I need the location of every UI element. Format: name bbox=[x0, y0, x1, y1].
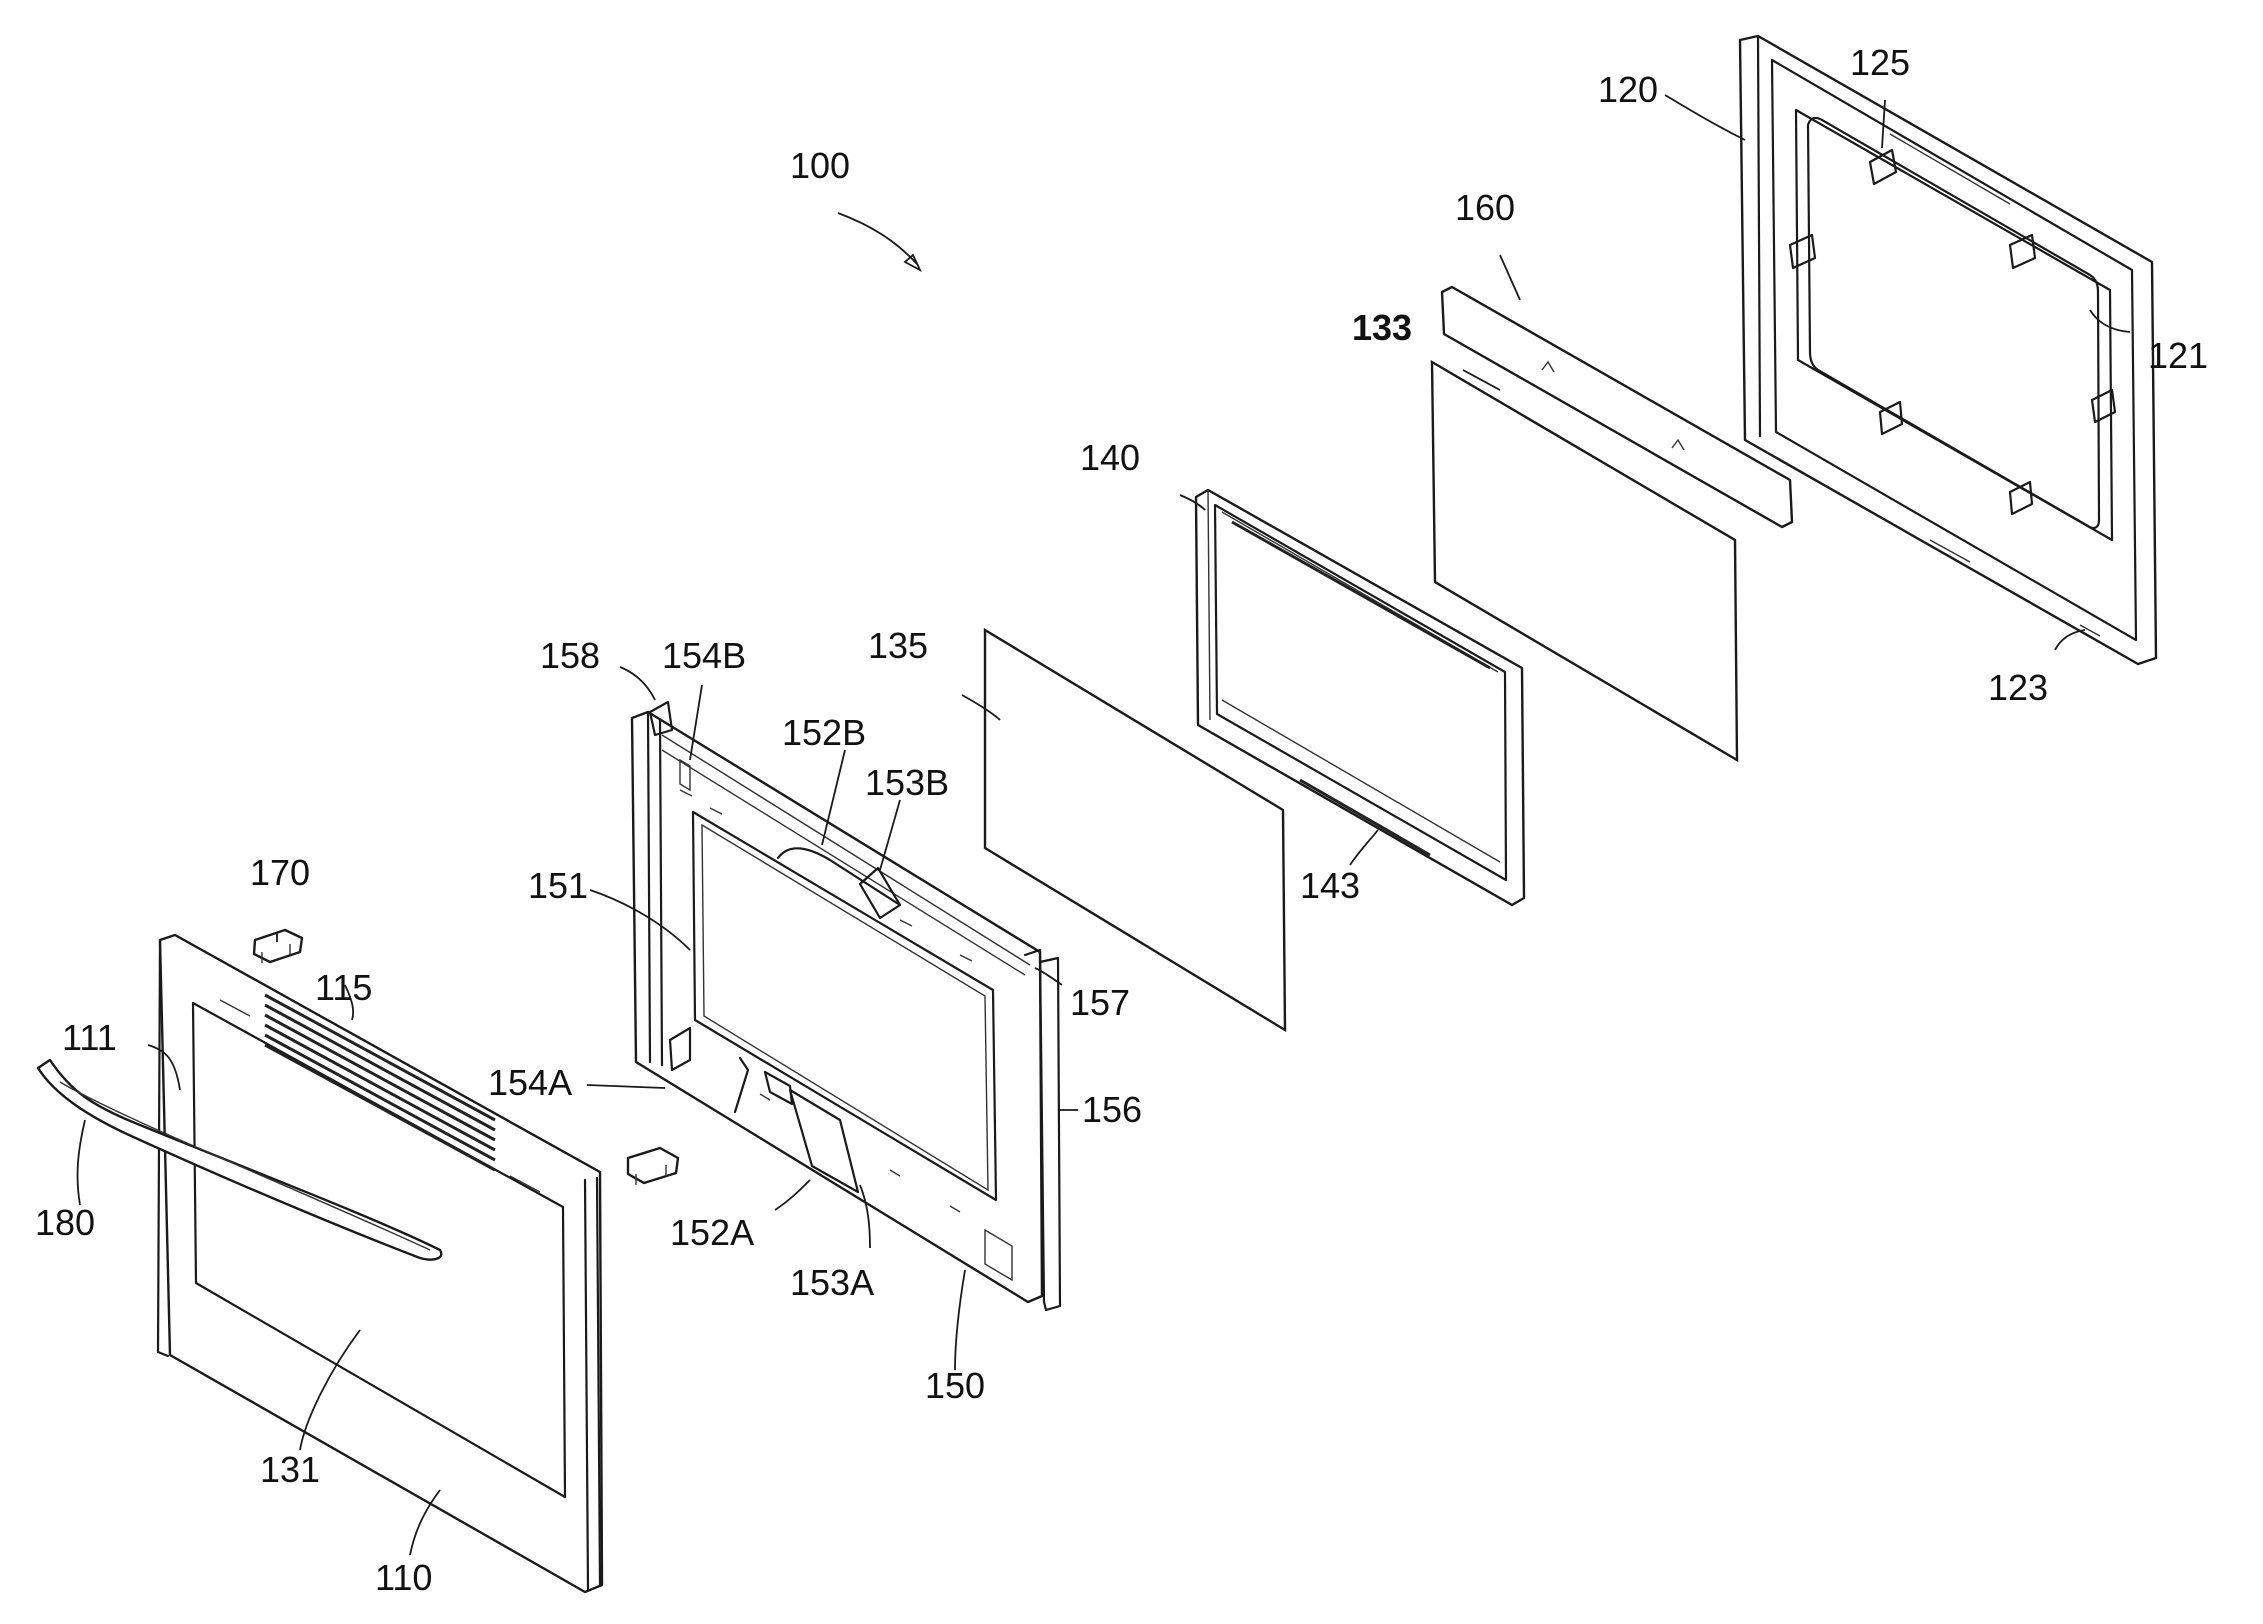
label-151: 151 bbox=[528, 865, 588, 906]
label-180: 180 bbox=[35, 1202, 95, 1243]
label-153B: 153B bbox=[865, 762, 949, 803]
front-panel-110 bbox=[158, 935, 602, 1592]
label-154A: 154A bbox=[488, 1062, 572, 1103]
label-150: 150 bbox=[925, 1365, 985, 1406]
label-133: 133 bbox=[1352, 307, 1412, 348]
clip-lower bbox=[628, 1148, 678, 1185]
label-125: 125 bbox=[1850, 42, 1910, 83]
label-152A: 152A bbox=[670, 1212, 754, 1253]
label-111: 111 bbox=[62, 1017, 117, 1058]
label-143: 143 bbox=[1300, 865, 1360, 906]
label-152B: 152B bbox=[782, 712, 866, 753]
label-158: 158 bbox=[540, 635, 600, 676]
label-120: 120 bbox=[1598, 69, 1658, 110]
label-157: 157 bbox=[1070, 982, 1130, 1023]
label-140: 140 bbox=[1080, 437, 1140, 478]
rear-panel-120 bbox=[1740, 36, 2156, 664]
label-110: 110 bbox=[375, 1557, 432, 1598]
label-154B: 154B bbox=[662, 635, 746, 676]
label-160: 160 bbox=[1455, 187, 1515, 228]
clip-170 bbox=[254, 930, 302, 963]
label-153A: 153A bbox=[790, 1262, 874, 1303]
label-135: 135 bbox=[868, 625, 928, 666]
label-100: 100 bbox=[790, 145, 850, 186]
label-123: 123 bbox=[1988, 667, 2048, 708]
label-115: 115 bbox=[315, 967, 372, 1008]
label-170: 170 bbox=[250, 852, 310, 893]
label-156: 156 bbox=[1082, 1089, 1142, 1130]
label-131: 131 bbox=[260, 1449, 320, 1490]
label-121: 121 bbox=[2148, 335, 2208, 376]
